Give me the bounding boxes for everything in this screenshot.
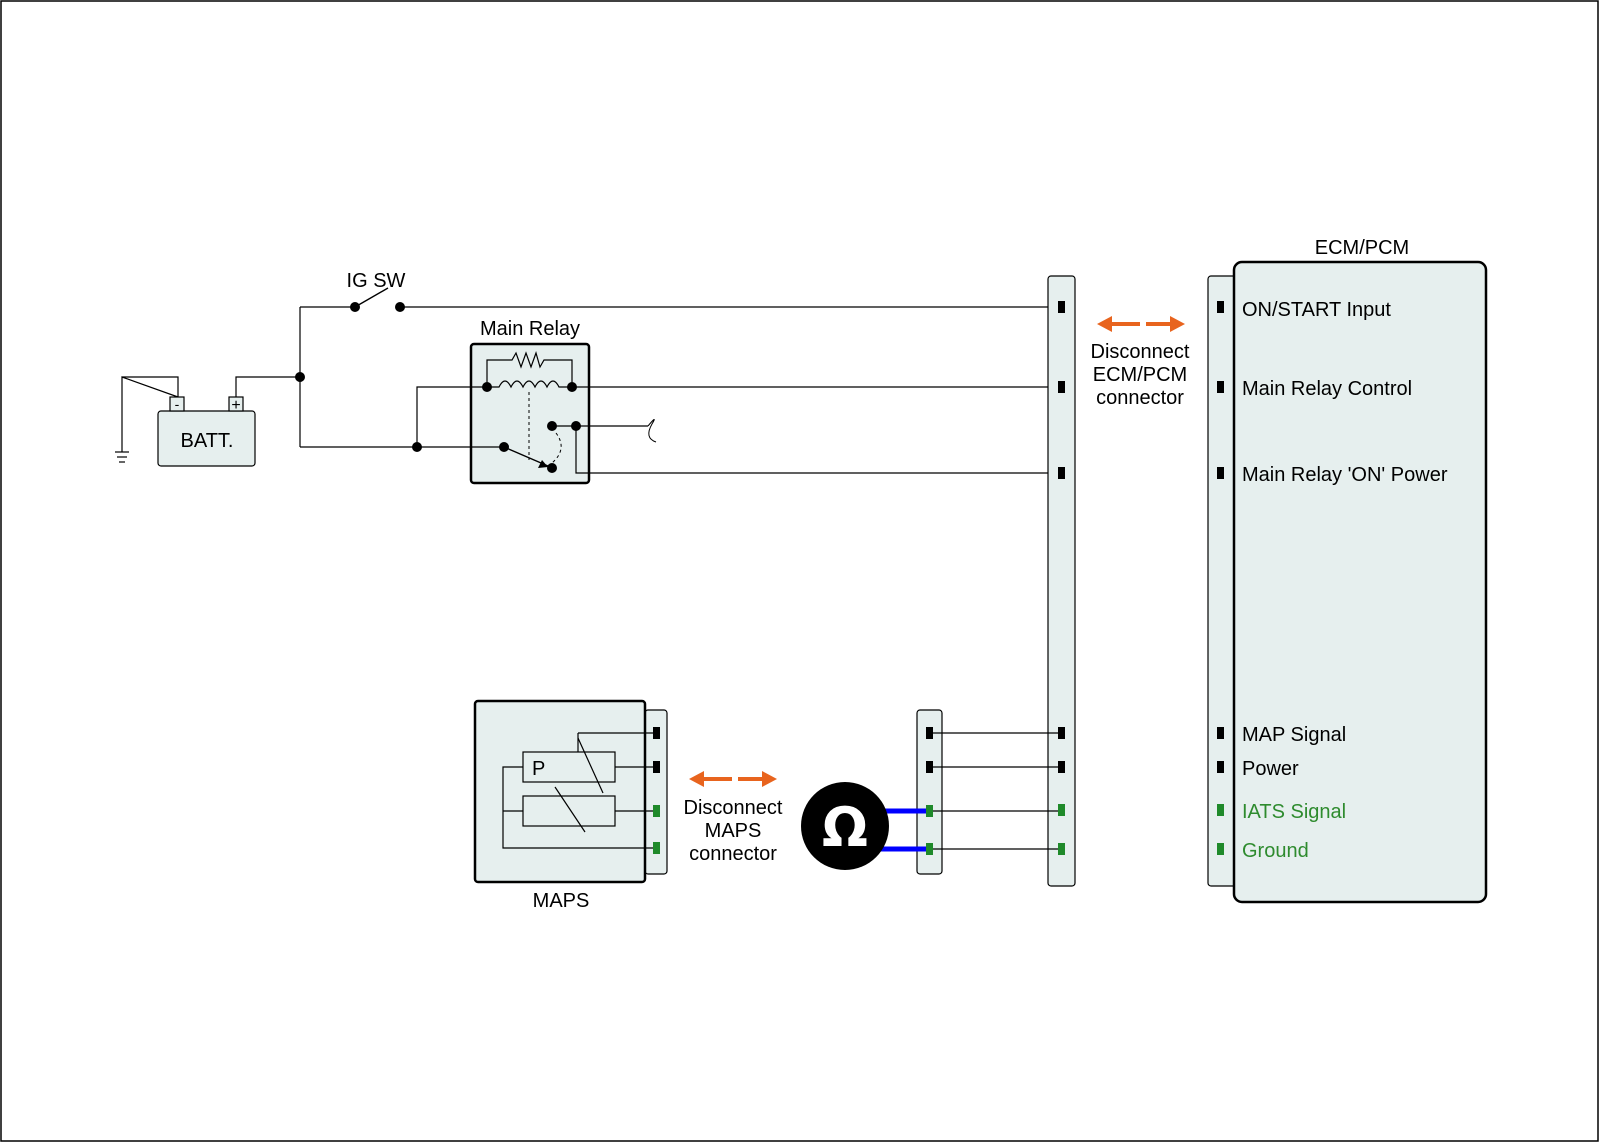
wire-continuation-icon xyxy=(647,419,657,443)
battery-positive-wire xyxy=(235,376,300,397)
ecm-pins xyxy=(1217,301,1224,855)
maps-sensor: P xyxy=(473,699,668,884)
battery-negative-terminal xyxy=(169,396,185,412)
maps-harness-pins xyxy=(926,727,933,855)
battery-label: BATT. xyxy=(181,430,234,452)
main-relay-label: Main Relay xyxy=(480,318,580,340)
ecm-pin-label: Main Relay 'ON' Power xyxy=(1242,464,1448,486)
ohm-symbol: Ω xyxy=(822,796,868,859)
relay-coil-feed-wire xyxy=(416,386,487,447)
maps-pressure-element xyxy=(522,751,616,783)
ecm-pin-label: Main Relay Control xyxy=(1242,378,1412,400)
ecm-disconnect-line2: ECM/PCM xyxy=(1093,364,1187,386)
ecm-disconnect-line3: connector xyxy=(1096,387,1184,409)
ecm-pin-label: ON/START Input xyxy=(1242,299,1391,321)
maps-sensor-letter: P xyxy=(532,758,545,780)
battery-positive-symbol: + xyxy=(231,397,240,414)
ecm-disconnect-line1: Disconnect xyxy=(1091,341,1190,363)
maps-disconnect-line2: MAPS xyxy=(705,820,762,842)
main-relay xyxy=(469,342,591,485)
ecm-connector xyxy=(1207,275,1237,887)
ecm-module xyxy=(1232,260,1488,904)
ohm-meter-icon xyxy=(801,782,889,870)
battery-negative-symbol: - xyxy=(175,396,180,412)
relay-coil-icon xyxy=(487,380,572,389)
ig-switch-label: IG SW xyxy=(347,270,406,292)
maps-body xyxy=(473,699,647,884)
maps-disconnect-line1: Disconnect xyxy=(684,797,783,819)
ohmmeter: Ω xyxy=(801,782,926,870)
maps-harness-connector xyxy=(916,709,943,875)
maps-disconnect-arrows-icon xyxy=(689,771,777,787)
ecm-pin-label: MAP Signal xyxy=(1242,724,1346,746)
ground-wire xyxy=(122,376,179,397)
ecm-pin-label: Ground xyxy=(1242,840,1309,862)
maps-label: MAPS xyxy=(533,890,590,912)
ecm-disconnect-arrows-icon xyxy=(1097,316,1185,332)
ecm-title: ECM/PCM xyxy=(1315,237,1409,259)
sensor-harness-wires xyxy=(933,732,1058,850)
ecm-pin-label: IATS Signal xyxy=(1242,801,1346,823)
ecm-harness-pins xyxy=(1058,301,1065,855)
ig-switch-blade xyxy=(354,287,389,308)
maps-disconnect-line3: connector xyxy=(689,843,777,865)
ecm-pin-label: Power xyxy=(1242,758,1299,780)
ecm-harness-connector xyxy=(1047,275,1076,887)
battery: - + BATT. xyxy=(157,396,256,467)
maps-temp-element xyxy=(522,795,616,827)
relay-on-power-wire xyxy=(575,426,1061,474)
relay-resistor-icon xyxy=(486,351,573,387)
